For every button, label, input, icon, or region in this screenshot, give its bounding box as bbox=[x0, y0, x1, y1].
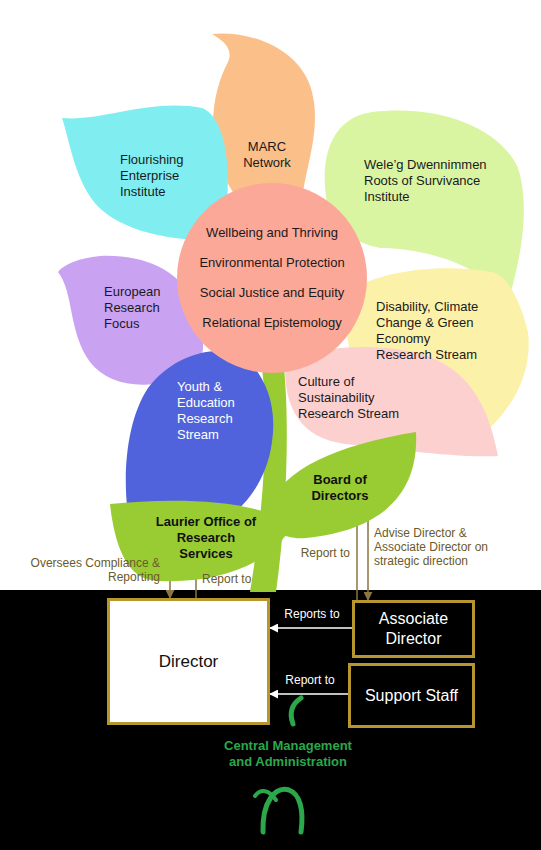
connector-arrow bbox=[169, 563, 171, 598]
connector-label: Report to bbox=[300, 546, 350, 560]
connector-label: Report to bbox=[202, 572, 258, 586]
box-label: Director bbox=[159, 651, 219, 672]
connector-arrow bbox=[356, 508, 358, 600]
connector-label: Oversees Compliance & Reporting bbox=[26, 556, 160, 584]
research-petal-outline bbox=[126, 351, 273, 514]
board-leaf-outline bbox=[262, 432, 416, 538]
connector-arrow bbox=[270, 627, 352, 629]
institute-petal-outline bbox=[62, 106, 228, 240]
board-leaf: Board of Directors bbox=[294, 468, 386, 508]
connector-arrow bbox=[270, 693, 348, 695]
office-leaf: Laurier Office of Research Services bbox=[154, 513, 258, 563]
research-petal-outline bbox=[58, 256, 203, 385]
shape-label: European Research Focus bbox=[104, 284, 179, 332]
shape-label: Laurier Office of Research Services bbox=[154, 514, 258, 562]
connector-arrow bbox=[367, 508, 369, 600]
shape-label: Wellbeing and Thriving bbox=[206, 225, 338, 241]
shape-label: Social Justice and Equity bbox=[200, 285, 345, 301]
box-label: Associate Director bbox=[365, 609, 462, 649]
connector-label: Report to bbox=[276, 673, 344, 687]
research-petal: Youth & Education Research Stream bbox=[177, 378, 249, 444]
support-staff-box: Support Staff bbox=[348, 663, 475, 728]
shape-label: Culture of Sustainability Research Strea… bbox=[298, 374, 408, 422]
network-petal-outline bbox=[212, 33, 315, 202]
box-label: Support Staff bbox=[365, 686, 458, 706]
director-box: Director bbox=[107, 598, 270, 725]
circle-outline bbox=[177, 183, 367, 373]
sprout-mark bbox=[263, 789, 302, 832]
shape-label: Flourishing Enterprise Institute bbox=[120, 152, 205, 200]
shape-label: Wele’g Dwennimmen Roots of Survivance In… bbox=[364, 157, 499, 205]
shape-label: MARC Network bbox=[232, 139, 302, 171]
research-petal: European Research Focus bbox=[104, 283, 179, 333]
shape-label: Environmental Protection bbox=[199, 255, 344, 271]
shape-label: Youth & Education Research Stream bbox=[177, 379, 249, 443]
connector-label: Advise Director & Associate Director on … bbox=[374, 526, 514, 568]
shape-label: Disability, Climate Change & Green Econo… bbox=[376, 299, 486, 363]
flower-stem bbox=[250, 368, 287, 592]
shape-label: Board of Directors bbox=[294, 472, 386, 504]
research-petal-outline bbox=[285, 347, 498, 456]
shape-label: Relational Epistemology bbox=[202, 315, 341, 331]
sprout-mark bbox=[255, 791, 276, 800]
network-petal: MARC Network bbox=[232, 137, 302, 173]
sprout-mark bbox=[291, 698, 301, 724]
associate-director-box: Associate Director bbox=[352, 600, 475, 658]
ground bbox=[0, 590, 541, 850]
research-petal: Culture of Sustainability Research Strea… bbox=[298, 373, 408, 423]
institute-petal: Flourishing Enterprise Institute bbox=[120, 152, 205, 200]
values-circle: Wellbeing and ThrivingEnvironmental Prot… bbox=[177, 183, 367, 373]
institute-petal-outline bbox=[325, 110, 524, 302]
caption-label: Central Management and Administration bbox=[213, 738, 363, 770]
connector-arrow bbox=[195, 563, 197, 598]
research-petal: Disability, Climate Change & Green Econo… bbox=[376, 298, 486, 364]
institute-petal: Wele’g Dwennimmen Roots of Survivance In… bbox=[364, 155, 499, 207]
values-circle-shape bbox=[177, 183, 367, 373]
connector-label: Reports to bbox=[276, 607, 348, 621]
